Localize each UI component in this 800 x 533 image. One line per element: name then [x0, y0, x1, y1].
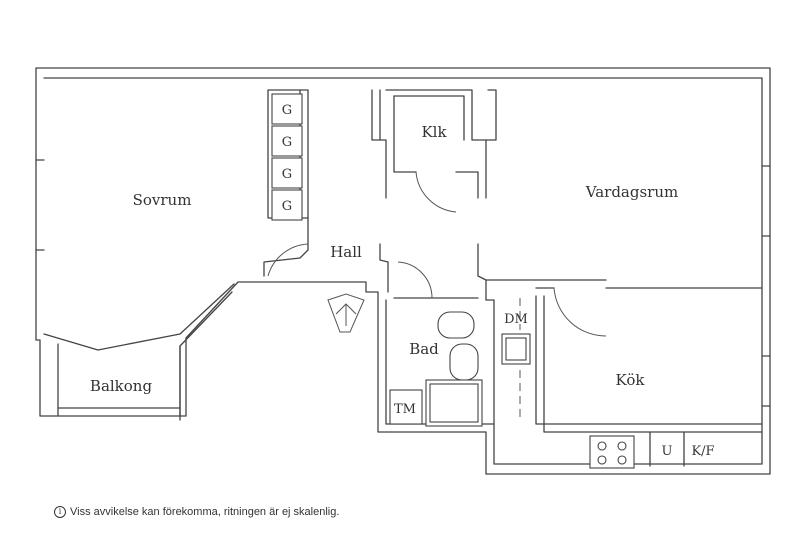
room-label-kok: Kök — [616, 371, 646, 389]
tm-box — [389, 389, 423, 425]
kf-label: K/F — [691, 444, 714, 459]
wardrobe-label: G — [282, 135, 292, 150]
stove — [589, 435, 635, 469]
tm-label: TM — [394, 402, 416, 417]
toilet — [437, 311, 475, 339]
wardrobe-label: G — [282, 103, 292, 118]
wardrobe-label: G — [282, 199, 292, 214]
room-label-vardagsrum: Vardagsrum — [585, 183, 678, 201]
disclaimer-text: Viss avvikelse kan förekomma, ritningen … — [70, 506, 340, 518]
washbasin — [449, 343, 479, 381]
wardrobe-units — [271, 93, 303, 221]
room-label-klk: Klk — [421, 123, 447, 141]
room-label-bad: Bad — [409, 340, 439, 358]
disclaimer: i Viss avvikelse kan förekomma, ritninge… — [54, 506, 339, 518]
dm-label: DM — [504, 312, 528, 327]
room-label-sovrum: Sovrum — [133, 191, 192, 209]
info-icon: i — [54, 506, 66, 518]
bathroom-fixtures — [389, 311, 483, 427]
door-swings — [267, 171, 607, 337]
kitchen-fixtures — [501, 298, 685, 469]
room-label-balkong: Balkong — [90, 377, 153, 395]
room-label-hall: Hall — [330, 243, 362, 261]
wardrobe-label: G — [282, 167, 292, 182]
u-label: U — [662, 444, 673, 459]
